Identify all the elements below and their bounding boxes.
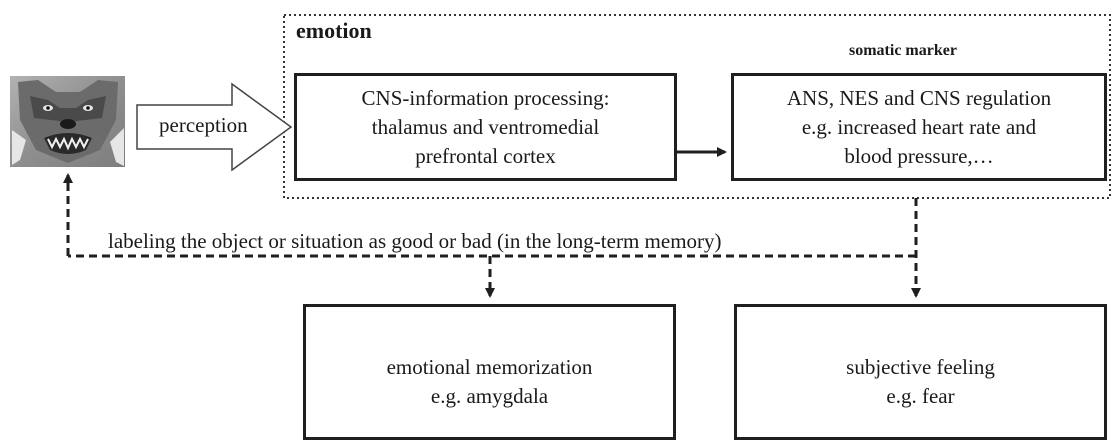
emotion-title: emotion (296, 18, 372, 43)
ans-box-line-3: blood pressure,… (844, 143, 994, 168)
emotional-memorization-box: emotional memorization e.g. amygdala (303, 304, 676, 440)
memorization-box-line-2: e.g. amygdala (430, 384, 549, 408)
cns-processing-box: CNS-information processing: thalamus and… (294, 73, 677, 181)
subjective-feeling-box: subjective feeling e.g. fear (734, 304, 1107, 440)
ans-box-line-1: ANS, NES and CNS regulation (786, 85, 1052, 110)
perception-arrow (136, 82, 293, 172)
feedback-label: labeling the object or situation as good… (106, 229, 724, 254)
emotion-frame (283, 14, 1111, 199)
cns-box-line-2: thalamus and ventromedial (371, 114, 600, 139)
feeling-box-line-2: e.g. fear (886, 384, 955, 408)
ans-box-line-2: e.g. increased heart rate and (801, 114, 1037, 139)
cns-box-line-1: CNS-information processing: (361, 85, 610, 110)
somatic-marker-title: somatic marker (849, 42, 957, 59)
perception-label: perception (159, 113, 248, 137)
wolf-image (10, 76, 125, 167)
feeling-box-line-1: subjective feeling (846, 355, 995, 379)
ans-regulation-box: ANS, NES and CNS regulation e.g. increas… (731, 73, 1107, 181)
memorization-box-line-1: emotional memorization (386, 355, 593, 379)
cns-box-line-3: prefrontal cortex (415, 143, 556, 168)
